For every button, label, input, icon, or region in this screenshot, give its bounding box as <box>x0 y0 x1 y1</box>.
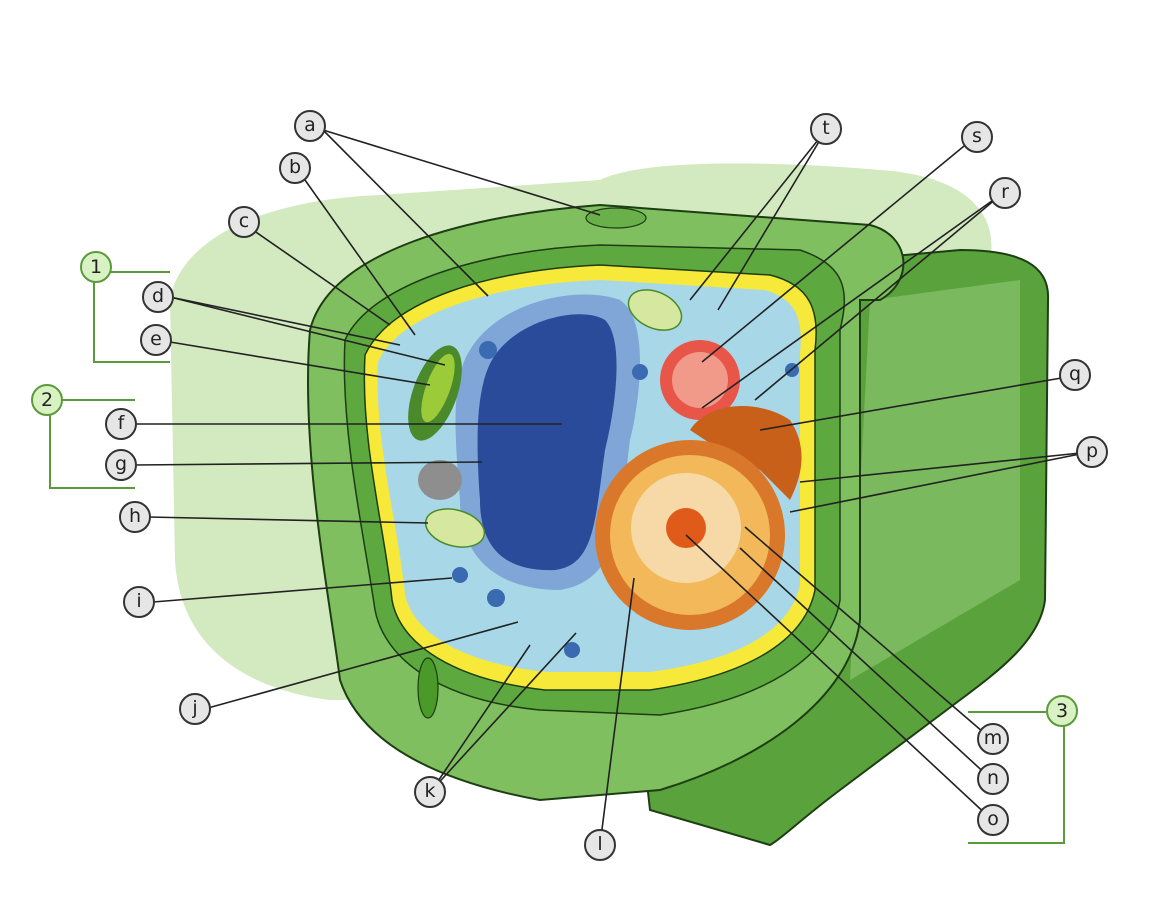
svg-text:j: j <box>191 697 197 719</box>
svg-text:1: 1 <box>90 256 102 278</box>
svg-text:m: m <box>984 727 1003 749</box>
label-m: m <box>977 723 1009 755</box>
svg-text:c: c <box>239 210 249 232</box>
group-marker-2: 2 <box>31 384 63 416</box>
label-o: o <box>977 804 1009 836</box>
label-s: s <box>961 121 993 153</box>
rough-er <box>690 406 802 500</box>
label-b: b <box>279 152 311 184</box>
svg-text:o: o <box>987 808 999 830</box>
svg-text:r: r <box>1001 181 1009 203</box>
label-i: i <box>123 586 155 618</box>
svg-text:3: 3 <box>1056 700 1068 722</box>
amyloplast <box>418 460 462 500</box>
svg-text:n: n <box>987 767 999 789</box>
svg-text:i: i <box>136 590 141 612</box>
label-h: h <box>119 501 151 533</box>
svg-text:b: b <box>289 156 301 178</box>
mitochondrion-left <box>424 508 486 548</box>
svg-text:e: e <box>150 328 162 350</box>
svg-text:k: k <box>424 780 435 802</box>
leader-lines <box>133 129 1091 846</box>
label-g: g <box>105 449 137 481</box>
svg-text:s: s <box>972 125 982 147</box>
svg-text:g: g <box>115 453 127 475</box>
vesicle-5 <box>564 642 580 658</box>
nucleolus <box>666 508 706 548</box>
group-marker-1: 1 <box>80 251 112 283</box>
svg-text:q: q <box>1069 363 1081 385</box>
label-e: e <box>140 324 172 356</box>
svg-text:t: t <box>822 117 829 139</box>
vesicle-1 <box>479 341 497 359</box>
golgi-apparatus-inner <box>672 352 728 408</box>
label-j: j <box>179 693 211 725</box>
label-d: d <box>142 281 174 313</box>
vesicle-2 <box>632 364 648 380</box>
vesicle-3 <box>452 567 468 583</box>
plasmodesma-top <box>585 207 647 229</box>
label-a: a <box>294 110 326 142</box>
label-n: n <box>977 763 1009 795</box>
chloroplast-inner <box>421 353 455 423</box>
label-c: c <box>228 206 260 238</box>
svg-text:h: h <box>129 505 141 527</box>
svg-text:p: p <box>1086 440 1098 462</box>
label-k: k <box>414 776 446 808</box>
svg-text:a: a <box>304 114 316 136</box>
label-t: t <box>810 113 842 145</box>
group-brackets <box>49 271 1065 844</box>
adjacent-cell-inner <box>850 280 1020 680</box>
svg-text:l: l <box>597 833 602 855</box>
vacuole <box>477 314 617 571</box>
label-q: q <box>1059 359 1091 391</box>
label-f: f <box>105 408 137 440</box>
label-l: l <box>584 829 616 861</box>
svg-text:2: 2 <box>41 389 53 411</box>
vesicle-4 <box>487 589 505 607</box>
plasmodesma-bottom <box>417 657 439 719</box>
svg-text:f: f <box>118 412 126 434</box>
label-p: p <box>1076 436 1108 468</box>
mitochondrion-top <box>627 289 683 331</box>
group-marker-3: 3 <box>1046 695 1078 727</box>
label-r: r <box>989 177 1021 209</box>
svg-text:d: d <box>152 285 164 307</box>
